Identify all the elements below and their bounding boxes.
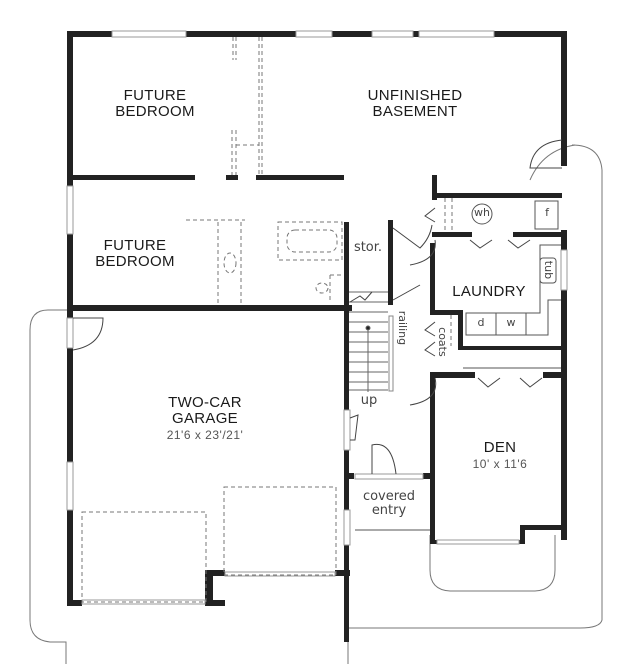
room-name: LAUNDRY [452,283,526,300]
room-name-line1: UNFINISHED [367,87,463,104]
label-dryer: d [477,316,485,329]
room-name-line1: covered [362,489,416,504]
label-washer: w [506,316,516,329]
room-dimensions: 10' x 11'6 [472,457,528,472]
laundry-fixtures [355,200,561,531]
staircase [349,291,394,392]
room-name-line2: entry [371,503,407,519]
label-water-heater: wh [474,206,490,219]
door-swings [72,139,563,475]
site-outline [29,144,603,664]
bifold-doors [424,207,543,388]
dashed-future-elements [81,37,453,603]
room-garage: TWO-CAR GARAGE 21'6 x 23'/21' [145,394,265,443]
room-name-line2: BASEMENT [372,103,458,121]
label-tub: tub [541,260,555,280]
label-furnace: f [545,206,549,219]
room-name-line1: TWO-CAR [168,394,242,411]
walls [67,31,567,642]
room-future-bedroom-2: FUTURE BEDROOM [80,237,190,271]
room-name-line2: BEDROOM [115,103,195,121]
room-future-bedroom-1: FUTURE BEDROOM [100,87,210,121]
room-dimensions: 21'6 x 23'/21' [166,428,244,443]
label-coats: coats [435,327,449,357]
room-name-line2: GARAGE [172,410,238,428]
label-stairs-up: up [360,393,378,408]
room-covered-entry: covered entry [354,489,424,519]
room-name-line1: FUTURE [103,237,167,254]
room-name-line1: FUTURE [123,87,187,104]
label-railing: railing [395,310,409,346]
room-laundry: LAUNDRY [440,283,538,300]
label-storage: stor. [353,240,383,255]
room-den: DEN 10' x 11'6 [460,439,540,472]
room-name: DEN [483,439,517,456]
room-name-line2: BEDROOM [95,253,175,271]
room-unfinished-basement: UNFINISHED BASEMENT [350,87,480,121]
